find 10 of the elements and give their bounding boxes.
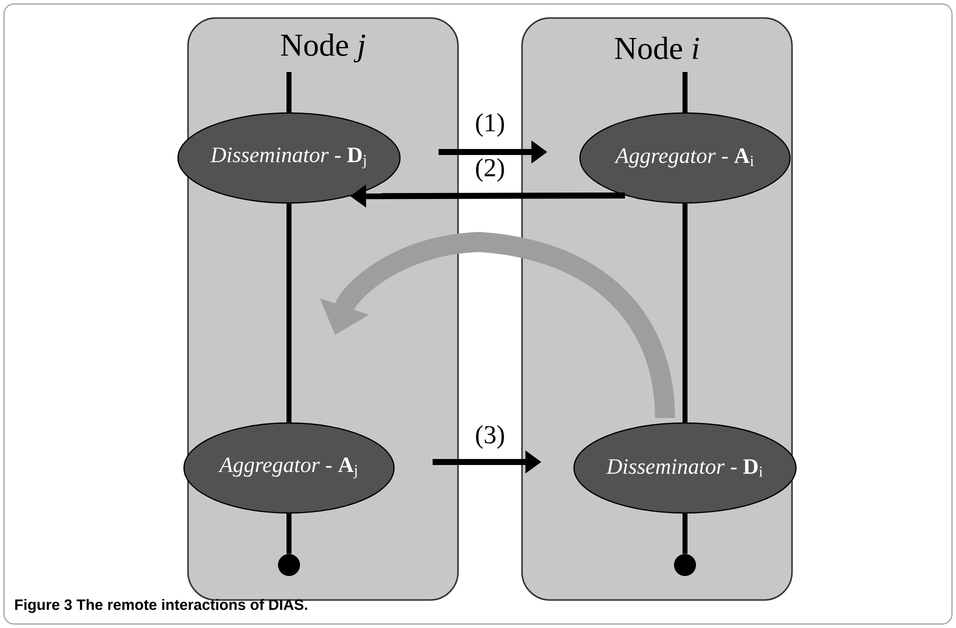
end-dot: [278, 554, 300, 576]
caption: Figure 3 The remote interactions of DIAS.: [15, 599, 308, 613]
edge-label: (1): [476, 113, 504, 137]
edge-label: (3): [476, 425, 504, 449]
end-dot: [674, 554, 696, 576]
edge-label: (2): [476, 158, 504, 182]
connector-line: [286, 204, 292, 422]
connector-line: [286, 514, 292, 554]
connector-line: [682, 514, 688, 554]
connector-line: [682, 204, 688, 422]
